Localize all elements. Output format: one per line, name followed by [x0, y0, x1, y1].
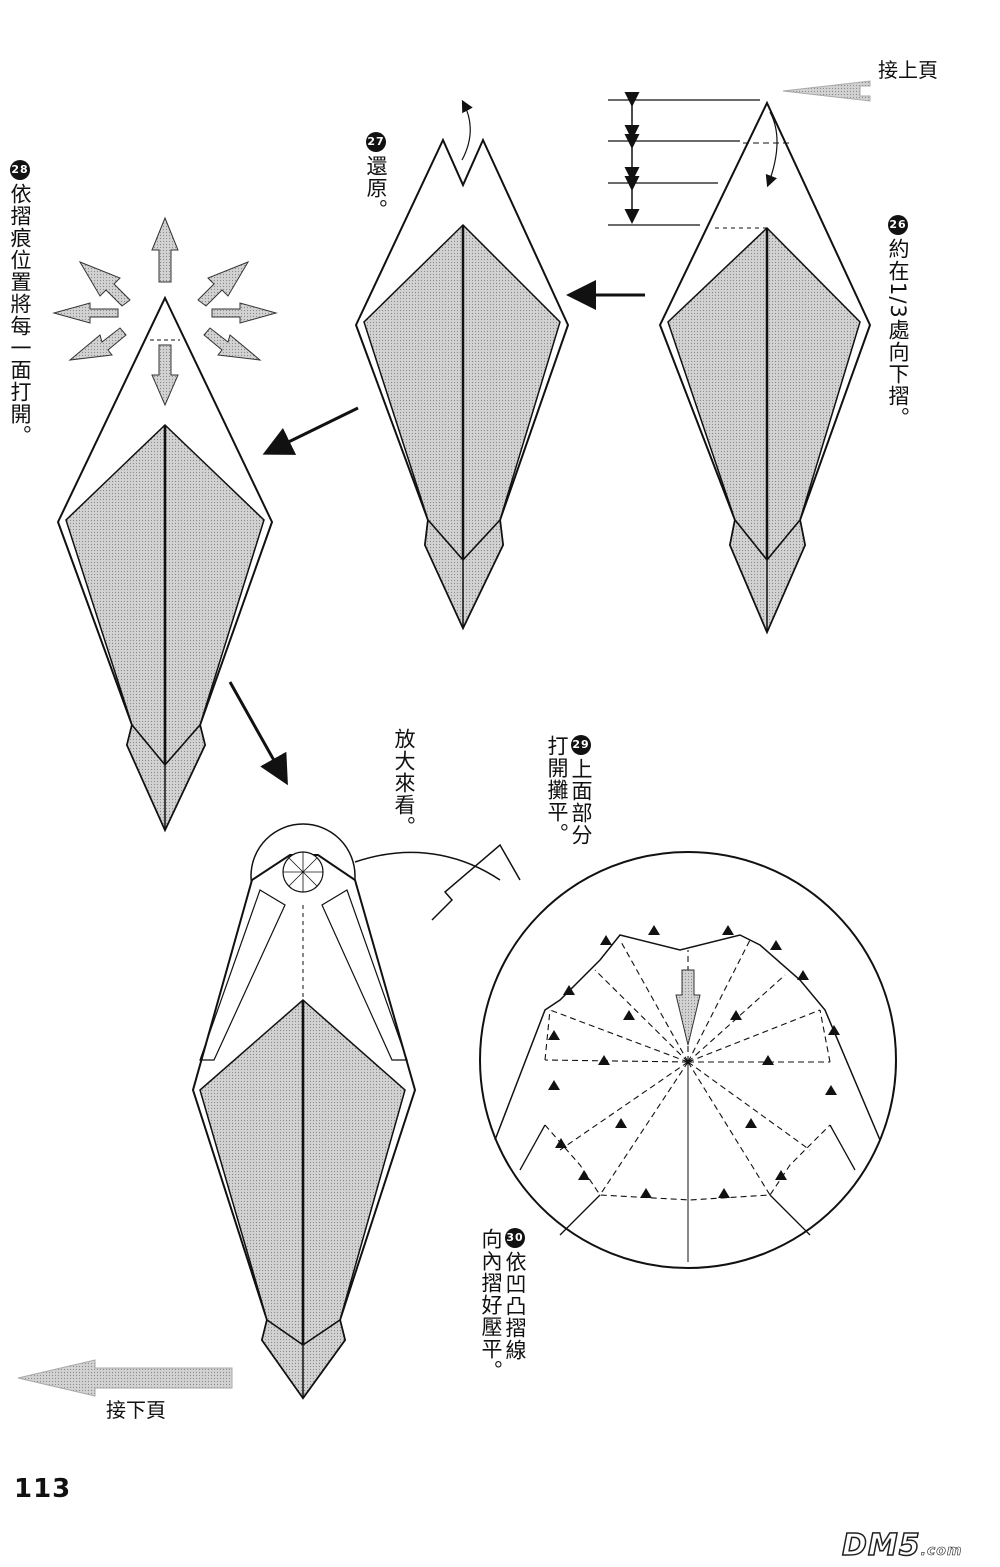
step-30-caption: 30 依凹凸摺線向內摺好壓平。 — [479, 1228, 527, 1382]
figure-step-29 — [191, 823, 521, 1400]
continue-next-arrow-icon — [17, 1359, 233, 1397]
step-29-caption: 29 上面部分打開攤平。 — [545, 735, 593, 846]
step-29-number: 29 — [571, 735, 591, 755]
step-28-caption: 28 依摺痕位置將每一面打開。 — [8, 160, 32, 447]
measure-marks — [608, 92, 760, 226]
continue-prev-arrow-icon — [782, 80, 871, 102]
figure-step-26 — [608, 92, 872, 635]
zoom-note: 放大來看。 — [392, 728, 416, 838]
figure-step-27 — [354, 99, 570, 631]
page-number: 113 — [14, 1474, 72, 1504]
step-28-text: 依摺痕位置將每一面打開。 — [8, 183, 32, 447]
step-28-number: 28 — [10, 160, 30, 180]
spread-arrows-icon — [52, 216, 278, 407]
continue-next-label: 接下頁 — [106, 1398, 166, 1422]
flow-arrow-28-29 — [228, 681, 288, 786]
step-27-caption: 27 還原。 — [364, 132, 388, 221]
step-30-line2: 向內摺好壓平。 — [479, 1228, 503, 1382]
watermark-main: DM5 — [841, 1527, 921, 1564]
continue-prev-label: 接上頁 — [878, 58, 938, 82]
watermark-suffix: .com — [920, 1543, 963, 1560]
step-27-text: 還原。 — [364, 155, 388, 221]
step-29-line2: 打開攤平。 — [545, 735, 569, 845]
flow-arrow-27-28 — [262, 406, 359, 455]
step-30-number: 30 — [505, 1228, 525, 1248]
step-29-line1: 上面部分 — [569, 758, 593, 846]
step-30-line1: 依凹凸摺線 — [503, 1251, 527, 1361]
site-watermark: DM5.com — [841, 1527, 963, 1564]
fold-direction-marks — [548, 925, 840, 1198]
step-27-number: 27 — [366, 132, 386, 152]
figure-step-28 — [52, 216, 278, 833]
step-26-text: 約在1/3處向下摺。 — [886, 238, 910, 429]
figure-step-30-zoom — [479, 851, 897, 1269]
step-26-caption: 26 約在1/3處向下摺。 — [886, 215, 910, 429]
step-26-number: 26 — [888, 215, 908, 235]
